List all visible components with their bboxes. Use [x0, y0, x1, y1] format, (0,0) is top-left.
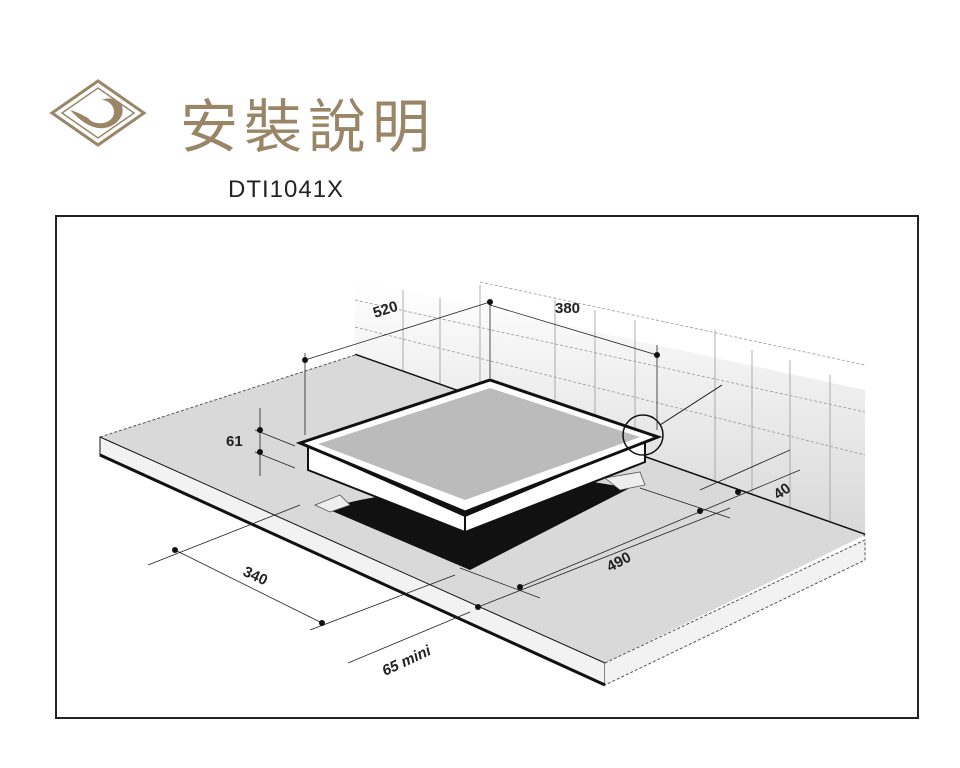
- detail-circle: [622, 414, 664, 456]
- diagram-frame: [55, 215, 919, 719]
- dim-depth: 520: [371, 298, 400, 322]
- dim-hob-depth: 380: [555, 300, 580, 317]
- brand-logo-icon: [48, 78, 148, 153]
- dim-front-min: 65 mini: [380, 642, 435, 680]
- dimension-lines: [147, 300, 801, 664]
- model-number: DTI1041X: [228, 176, 345, 203]
- hob: [295, 378, 663, 534]
- dim-back-gap: 40: [771, 480, 794, 503]
- dim-cutout-depth: 340: [240, 563, 270, 589]
- page-title: 安裝說明: [180, 93, 437, 161]
- dim-height: 61: [226, 433, 243, 450]
